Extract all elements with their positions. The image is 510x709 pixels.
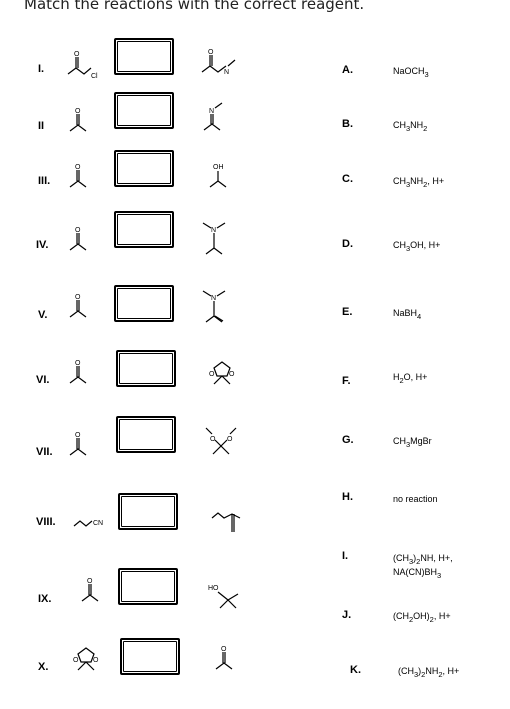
svg-text:O: O xyxy=(209,371,215,378)
enamine-structure: N xyxy=(202,290,226,323)
chlorine-label: Cl xyxy=(91,73,98,80)
option-letter: K. xyxy=(350,664,361,676)
methyl-ketone-structure xyxy=(211,512,241,532)
reaction-number: VI. xyxy=(36,374,50,386)
ketone-structure: O xyxy=(69,108,87,132)
option-letter: H. xyxy=(342,491,353,503)
svg-text:HO: HO xyxy=(208,585,219,592)
reaction-number: III. xyxy=(38,175,51,187)
svg-text:O: O xyxy=(75,227,81,234)
answer-box-6[interactable] xyxy=(116,350,176,387)
answer-box-7[interactable] xyxy=(116,416,176,453)
answer-box-10[interactable] xyxy=(120,638,180,675)
option-reagent: CH3NH2, H+ xyxy=(393,176,445,189)
svg-text:N: N xyxy=(211,295,216,302)
option-letter: E. xyxy=(342,306,353,318)
dimethyl-ketal-structure: O O xyxy=(205,427,237,455)
svg-text:N: N xyxy=(224,69,229,76)
reaction-number: V. xyxy=(38,309,48,321)
svg-text:O: O xyxy=(227,436,233,443)
option-reagent: NaBH4 xyxy=(393,308,422,321)
answer-box-8[interactable] xyxy=(118,493,178,530)
tertiary-amine-structure: N xyxy=(202,222,226,255)
option-reagent: no reaction xyxy=(393,494,438,504)
option-letter: B. xyxy=(342,118,353,130)
answer-box-4[interactable] xyxy=(114,211,174,248)
svg-text:O: O xyxy=(75,432,81,439)
svg-text:O: O xyxy=(75,360,81,367)
option-letter: D. xyxy=(342,238,353,250)
svg-text:CN: CN xyxy=(93,520,103,527)
oxygen-label: O xyxy=(74,51,80,58)
svg-text:O: O xyxy=(208,49,214,56)
cyclic-ketal-structure: O O xyxy=(209,361,235,385)
answer-box-9[interactable] xyxy=(118,568,178,605)
ketone-structure: O xyxy=(215,646,233,670)
reaction-number: II xyxy=(38,120,45,132)
ketone-structure: O xyxy=(81,578,99,602)
secondary-alcohol-structure: OH xyxy=(209,164,227,188)
option-letter: A. xyxy=(342,64,353,76)
option-reagent: (CH3)2NH2, H+ xyxy=(398,666,460,679)
option-letter: F. xyxy=(342,375,351,387)
option-letter: G. xyxy=(342,434,354,446)
option-letter: C. xyxy=(342,173,353,185)
svg-text:N: N xyxy=(211,227,216,234)
option-letter: I. xyxy=(342,550,349,562)
svg-text:OH: OH xyxy=(213,164,224,171)
reaction-number: IX. xyxy=(38,593,52,605)
option-reagent: NaOCH3 xyxy=(393,66,429,79)
reaction-number: X. xyxy=(38,661,49,673)
option-reagent: (CH2OH)2, H+ xyxy=(393,611,451,624)
cyclic-ketal-structure: O O xyxy=(73,647,99,671)
ketone-structure: O xyxy=(69,360,87,384)
option-reagent: CH3NH2 xyxy=(393,120,428,133)
svg-text:O: O xyxy=(229,371,235,378)
svg-text:N: N xyxy=(209,108,214,115)
ketone-structure: O xyxy=(69,164,87,188)
option-reagent: CH3OH, H+ xyxy=(393,240,441,253)
imine-structure: N xyxy=(203,102,223,131)
svg-text:O: O xyxy=(93,657,99,664)
svg-text:O: O xyxy=(75,108,81,115)
answer-box-1[interactable] xyxy=(114,38,174,75)
svg-text:O: O xyxy=(73,657,79,664)
option-reagent: CH3MgBr xyxy=(393,436,432,449)
svg-text:O: O xyxy=(75,164,81,171)
page-title: Match the reactions with the correct rea… xyxy=(24,0,365,13)
svg-text:O: O xyxy=(210,436,216,443)
option-reagent: (CH3)2NH, H+,NA(CN)BH3 xyxy=(393,553,453,580)
svg-text:O: O xyxy=(75,294,81,301)
svg-text:O: O xyxy=(87,578,93,585)
ketone-structure: O xyxy=(69,432,87,456)
reaction-number: IV. xyxy=(36,239,49,251)
reaction-number: I. xyxy=(38,63,45,75)
answer-box-3[interactable] xyxy=(114,150,174,187)
answer-box-2[interactable] xyxy=(114,92,174,129)
answer-box-5[interactable] xyxy=(114,285,174,322)
acid-chloride-structure: O Cl xyxy=(67,51,98,80)
option-reagent: H2O, H+ xyxy=(393,372,428,385)
ketone-structure: O xyxy=(69,294,87,318)
svg-text:O: O xyxy=(221,646,227,653)
ketone-structure: O xyxy=(69,227,87,251)
reaction-number: VIII. xyxy=(36,516,56,528)
reaction-number: VII. xyxy=(36,446,53,458)
nitrile-structure: CN xyxy=(73,520,103,527)
option-letter: J. xyxy=(342,609,352,621)
amide-structure: O N xyxy=(201,49,236,76)
tertiary-alcohol-structure: HO xyxy=(208,585,239,609)
